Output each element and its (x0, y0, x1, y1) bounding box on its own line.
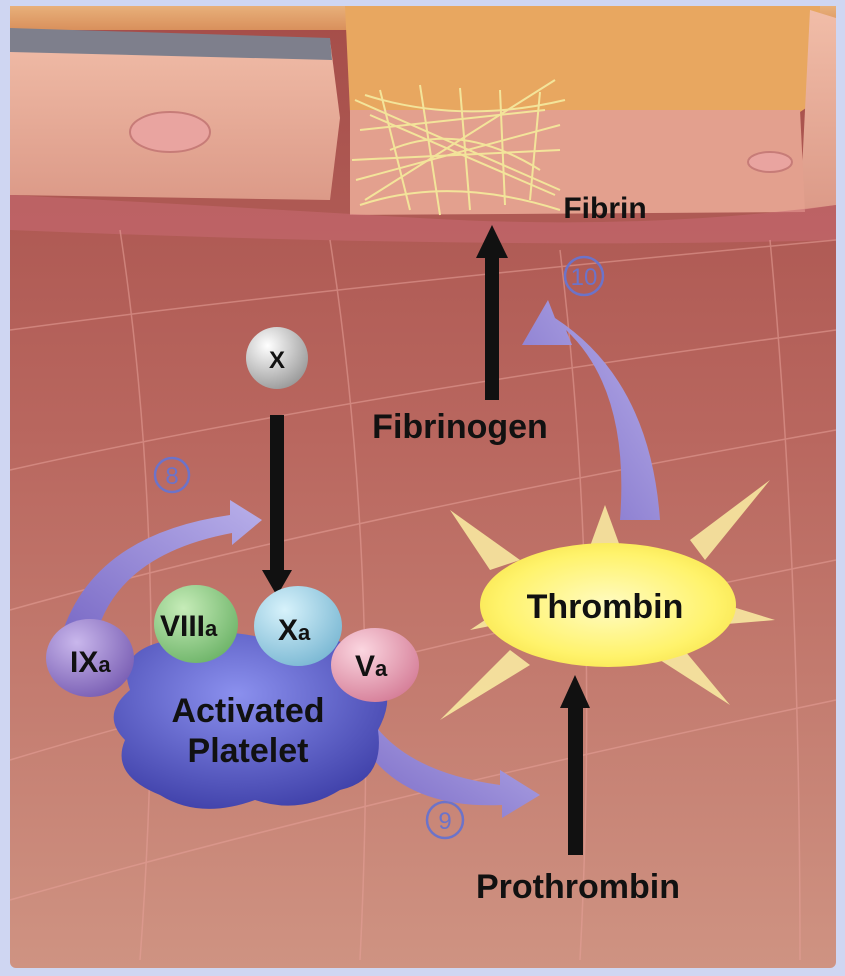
wound-gap (345, 6, 820, 112)
platelet-label-line1: Activated (171, 692, 324, 730)
factor-x-label: X (269, 347, 285, 374)
platelet-label-line2: Platelet (188, 732, 309, 770)
fibrinogen-label: Fibrinogen (372, 408, 548, 446)
step-10-label: 10 (571, 264, 598, 291)
prothrombin-label: Prothrombin (476, 868, 680, 906)
step-8-label: 8 (165, 463, 178, 490)
thrombin-label: Thrombin (527, 588, 684, 626)
fibrin-label: Fibrin (563, 192, 646, 225)
cell-nucleus-left (130, 112, 210, 152)
cell-nucleus-right (748, 152, 792, 172)
step-9-label: 9 (438, 808, 451, 835)
